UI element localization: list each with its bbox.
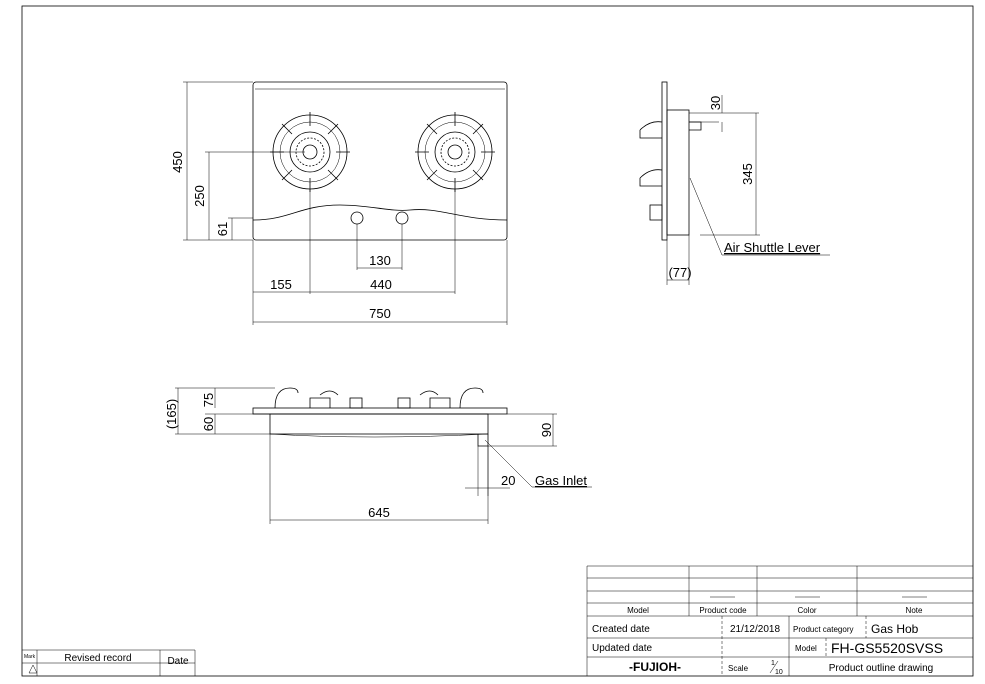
- revision-triangle-icon: [28, 664, 38, 674]
- top-view: 450 250 61 130 155 440 750: [170, 81, 508, 325]
- header-note: Note: [906, 606, 923, 615]
- header-product-code: Product code: [699, 606, 747, 615]
- title-block: Model Product code Color Note Created da…: [586, 565, 973, 676]
- control-panel-curve: [252, 204, 508, 221]
- dim-20: 20: [501, 473, 515, 488]
- date-label: Date: [167, 656, 189, 667]
- dim-155: 155: [270, 277, 292, 292]
- dim-77: (77): [668, 265, 691, 280]
- revised-record-label: Revised record: [64, 653, 131, 664]
- product-category-value: Gas Hob: [871, 622, 919, 636]
- dim-61: 61: [215, 222, 230, 236]
- mark-label: Mark: [24, 654, 36, 660]
- dim-165: (165): [164, 399, 179, 429]
- air-shuttle-lever-callout: Air Shuttle Lever: [724, 240, 821, 255]
- right-burner-icon: [415, 112, 495, 192]
- side-view: 30 345 (77) Air Shuttle Lever: [639, 81, 830, 285]
- header-model: Model: [627, 606, 649, 615]
- model-value: FH-GS5520SVSS: [831, 640, 943, 656]
- revision-block: Mark Revised record Date: [22, 649, 196, 676]
- drawing-title: Product outline drawing: [829, 663, 934, 674]
- created-date-value: 21/12/2018: [730, 624, 780, 635]
- dim-250: 250: [192, 185, 207, 207]
- front-view: (165) 75 60 90 20 Gas Inlet 645: [164, 387, 592, 524]
- dim-750: 750: [369, 306, 391, 321]
- dim-440: 440: [370, 277, 392, 292]
- dim-75: 75: [201, 393, 216, 407]
- dim-130: 130: [369, 253, 391, 268]
- dim-30: 30: [708, 96, 723, 110]
- dim-450: 450: [170, 151, 185, 173]
- gas-inlet-callout: Gas Inlet: [535, 473, 587, 488]
- dim-645: 645: [368, 505, 390, 520]
- right-knob-icon: [395, 211, 409, 225]
- left-knob-icon: [350, 211, 364, 225]
- created-date-label: Created date: [592, 624, 650, 635]
- dim-345: 345: [740, 163, 755, 185]
- scale-label: Scale: [728, 664, 749, 673]
- scale-denominator: 10: [775, 669, 783, 676]
- header-color: Color: [797, 606, 816, 615]
- updated-date-label: Updated date: [592, 643, 652, 654]
- fujioh-logo: -FUJIOH-: [629, 660, 681, 674]
- hob-outline: [252, 81, 508, 241]
- model-label: Model: [795, 644, 817, 653]
- scale-numerator: 1: [771, 660, 775, 667]
- drawing-border: [21, 5, 974, 677]
- dim-60: 60: [201, 417, 216, 431]
- dim-90: 90: [539, 423, 554, 437]
- product-category-label: Product category: [793, 625, 853, 634]
